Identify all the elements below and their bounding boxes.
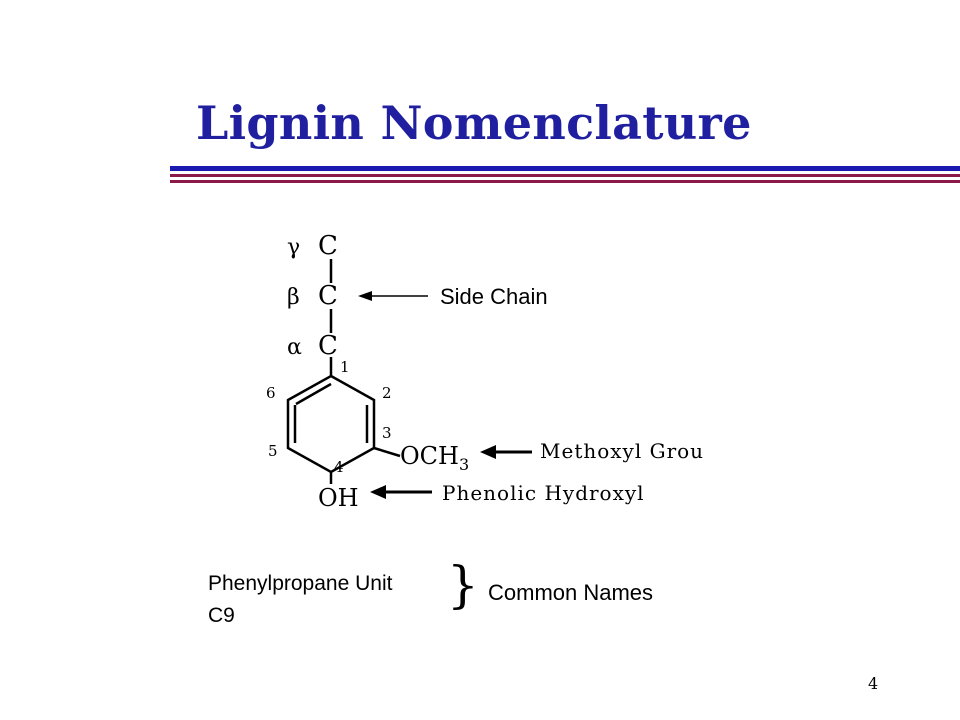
methoxyl-subscript: 3 [459,455,469,474]
benzene-ring [286,374,376,474]
ring-position-4: 4 [334,458,344,476]
page-number: 4 [868,674,879,693]
common-names-label: Common Names [488,580,654,605]
side-chain-label: Side Chain [440,284,548,309]
methoxyl-group: OCH3 [400,442,469,474]
methoxyl-annotation: Methoxyl Grou [540,439,704,463]
ring-double-bond-1-6 [295,382,332,406]
phenolic-annotation: Phenolic Hydroxyl [442,481,645,505]
carbon-gamma: C [318,231,338,261]
title-rule-navy [170,166,960,171]
ring-position-1: 1 [340,358,350,376]
carbon-alpha: C [318,331,338,361]
phenolic-arrowhead [370,485,386,499]
side-chain-arrowhead [358,291,372,301]
title-rule-maroon-2 [170,180,960,183]
slide-title: Lignin Nomenclature [196,96,752,150]
title-rule-maroon-1 [170,174,960,177]
curly-brace: } [447,556,479,614]
carbon-beta: C [318,281,338,311]
bond-ring-och3 [373,446,401,458]
methoxyl-arrowhead [480,445,496,459]
ring-position-5: 5 [268,442,278,460]
hydroxyl-group: OH [318,484,359,512]
gamma-label: γ [287,235,300,260]
alpha-label: α [287,335,302,360]
methoxyl-och: OCH [400,442,459,470]
beta-label: β [287,285,300,310]
unit-name: Phenylpropane Unit [208,572,393,595]
ring-position-2: 2 [382,384,392,402]
unit-formula: C9 [208,604,235,627]
ring-position-3: 3 [382,424,392,442]
ring-position-6: 6 [266,384,276,402]
